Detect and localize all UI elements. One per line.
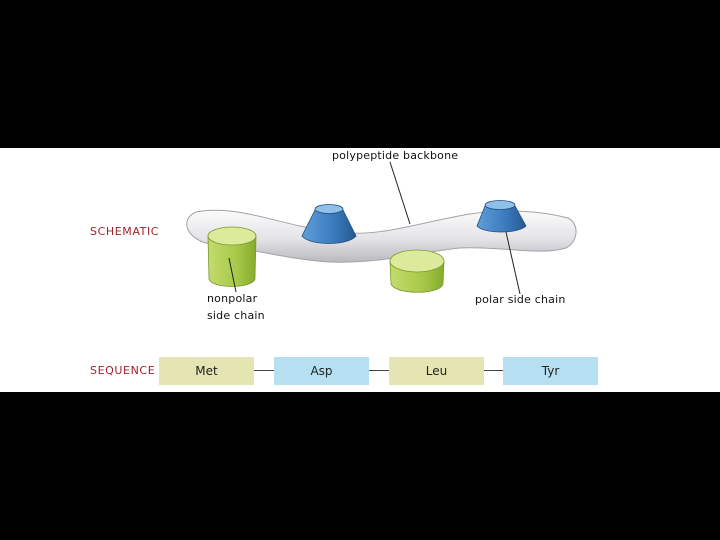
nonpolar-side-chain-2 <box>390 250 444 292</box>
polar-side-chain-2 <box>477 201 526 233</box>
residue-asp: Asp <box>274 357 369 385</box>
schematic-label: SCHEMATIC <box>90 225 159 238</box>
nonpolar-label-line1: nonpolar <box>207 292 257 305</box>
residue-tyr: Tyr <box>503 357 598 385</box>
residue-met: Met <box>159 357 254 385</box>
backbone-label: polypeptide backbone <box>332 149 458 162</box>
diagram-panel: polypeptide backbone SCHEMATIC nonpolar … <box>0 148 720 392</box>
residue-leu: Leu <box>389 357 484 385</box>
peptide-bond-1 <box>254 370 274 371</box>
peptide-bond-2 <box>369 370 389 371</box>
sequence-label: SEQUENCE <box>90 364 155 377</box>
schematic-drawing <box>0 148 720 392</box>
peptide-bond-3 <box>484 370 504 371</box>
nonpolar-label-line2: side chain <box>207 309 265 322</box>
backbone-leader-line <box>390 162 410 224</box>
polar-side-chain-1 <box>302 205 356 244</box>
nonpolar-side-chain-1 <box>208 227 256 287</box>
polar-label: polar side chain <box>475 293 566 306</box>
